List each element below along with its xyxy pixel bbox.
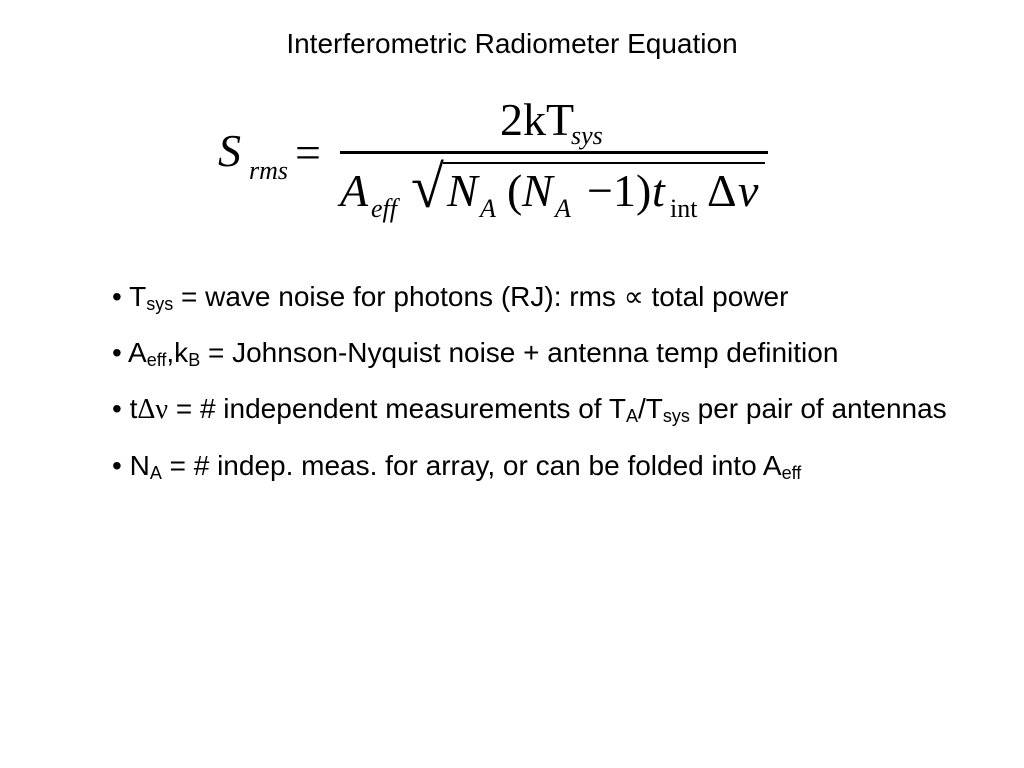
eq-den-n2-subscript: A — [555, 194, 571, 223]
fraction-bar — [340, 151, 768, 154]
sqrt-sign: √ — [411, 154, 444, 220]
bullet-tsys-text: = wave noise for photons (RJ): rms ∝ tot… — [173, 281, 789, 312]
bullet-list: • Tsys = wave noise for photons (RJ): rm… — [112, 280, 962, 505]
bullet-tsys-sub2: sys — [662, 406, 690, 426]
eq-den-t: t — [652, 165, 665, 216]
eq-den-n1: N — [447, 165, 478, 216]
bullet-ta-sub: A — [625, 406, 638, 426]
eq-den-nu: ν — [738, 165, 759, 216]
slide-title: Interferometric Radiometer Equation — [286, 28, 738, 59]
bullet-na-lead: • N — [112, 450, 150, 481]
eq-den-a: A — [340, 165, 369, 216]
bullet-na-sub: A — [149, 463, 162, 483]
bullet-aeff-text: = Johnson-Nyquist noise + antenna temp d… — [200, 337, 839, 368]
eq-den-n1-subscript: A — [480, 194, 496, 223]
bullet-na-eff-sub: eff — [781, 463, 802, 483]
bullet-slash-t: /T — [637, 393, 663, 424]
eq-lhs-symbol: S — [218, 125, 241, 176]
eq-equals: = — [295, 127, 321, 178]
bullet-na: • NA = # indep. meas. for array, or can … — [112, 449, 962, 483]
bullet-tsys-sub: sys — [146, 294, 174, 314]
bullet-aeff-kb: • Aeff,kB = Johnson-Nyquist noise + ante… — [112, 336, 962, 370]
bullet-t-lead: • t — [112, 393, 138, 424]
bullet-na-text: = # indep. meas. for array, or can be fo… — [161, 450, 782, 481]
eq-den-delta: Δ — [707, 165, 737, 216]
eq-numerator: 2kT — [500, 94, 575, 145]
eq-numerator-subscript: sys — [571, 121, 603, 150]
eq-lhs-subscript: rms — [249, 156, 289, 185]
eq-den-a-subscript: eff — [371, 194, 397, 223]
bullet-tsys: • Tsys = wave noise for photons (RJ): rm… — [112, 280, 962, 314]
bullet-t-delta-nu: • tΔν = # independent measurements of TA… — [112, 392, 962, 427]
bullet-aeff-lead: • A — [112, 337, 147, 368]
bullet-aeff-sub: eff — [146, 350, 167, 370]
bullet-kb-lead: ,k — [166, 337, 189, 368]
radical-overline — [443, 162, 765, 164]
bullet-t-text2: per pair of antennas — [689, 393, 947, 424]
radiometer-equation: S rms = 2kT sys A eff √ N A ( N A −1) t … — [215, 85, 775, 235]
bullet-delta-nu: Δν — [137, 394, 169, 425]
bullet-t-text1: = # independent measurements of T — [168, 393, 626, 424]
eq-den-minus-one: −1) — [587, 165, 652, 216]
eq-den-open-paren: ( — [507, 165, 523, 216]
eq-den-t-subscript: int — [670, 194, 698, 223]
bullet-tsys-lead: • T — [112, 281, 147, 312]
bullet-kb-sub: B — [188, 350, 201, 370]
eq-den-n2: N — [522, 165, 553, 216]
